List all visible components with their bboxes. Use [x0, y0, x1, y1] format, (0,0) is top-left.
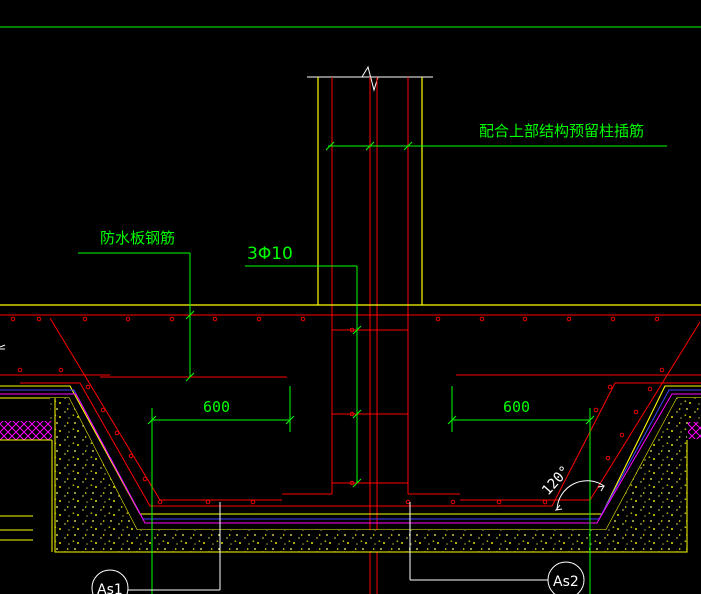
- dimension-right-value: 600: [503, 398, 530, 416]
- column-dowel-leader: [325, 141, 667, 151]
- soil-hatch-right: [688, 422, 701, 439]
- stirrup-leader: [245, 265, 362, 488]
- dimension-right: [447, 386, 595, 594]
- stirrup-spec-label: 3Φ10: [247, 244, 293, 264]
- rebar-tag-as1-leader: [91, 502, 221, 594]
- rebar-tag-as1: As1: [97, 582, 123, 594]
- angle-value: 120°: [539, 463, 573, 499]
- waterproof-slab-rebar-label: 防水板钢筋: [100, 229, 175, 247]
- break-symbol: [361, 65, 379, 92]
- rebar-tag-as2: As2: [553, 574, 579, 590]
- rebar-tag-as2-leader: [409, 502, 585, 594]
- slab: [0, 304, 701, 507]
- angle-annotation: [554, 480, 605, 511]
- concrete-inner-outline: [54, 398, 688, 553]
- slab-rebar-leader: [78, 252, 195, 382]
- dimension-left: [147, 386, 295, 594]
- edge-tick: [0, 344, 6, 350]
- left-edge-block: [0, 439, 53, 552]
- column-dowel-note: 配合上部结构预留柱插筋: [479, 122, 644, 140]
- dimension-left-value: 600: [203, 398, 230, 416]
- concrete-bedding: [50, 398, 701, 552]
- soil-hatch-left: [0, 421, 52, 440]
